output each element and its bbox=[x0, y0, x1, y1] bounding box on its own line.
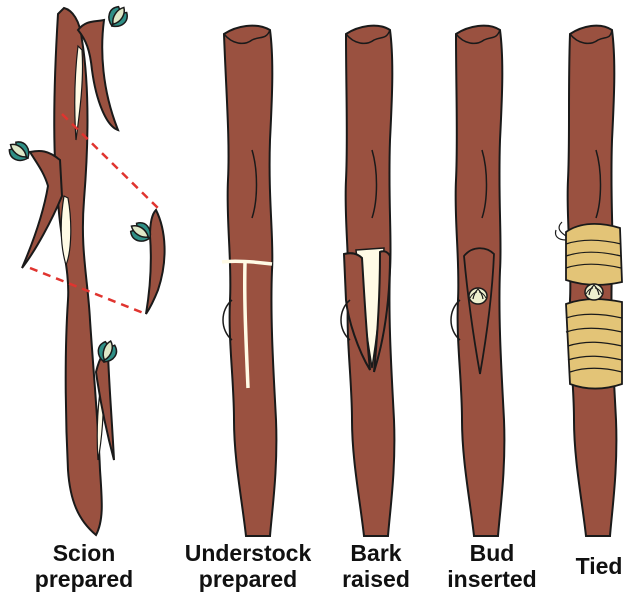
caption-line2: Tied bbox=[562, 553, 636, 579]
bark-raised-illustration bbox=[341, 26, 394, 536]
inserted-bud-icon bbox=[469, 288, 487, 304]
caption-line2: raised bbox=[334, 566, 418, 592]
tied-bud-icon bbox=[585, 284, 603, 300]
caption-scion-prepared: Scion prepared bbox=[14, 540, 154, 592]
caption-bark-raised: Bark raised bbox=[334, 540, 418, 592]
caption-line1: Scion bbox=[14, 540, 154, 566]
caption-line2: prepared bbox=[14, 566, 154, 592]
caption-line2: inserted bbox=[424, 566, 560, 592]
scion-left-bud-icon bbox=[5, 138, 33, 166]
scion-top-bud-icon bbox=[105, 3, 132, 31]
caption-understock-prepared: Understock prepared bbox=[168, 540, 328, 592]
bud-inserted-illustration bbox=[451, 26, 504, 536]
bud-inserted-stick bbox=[456, 26, 505, 536]
scion-left-branch bbox=[22, 151, 62, 268]
caption-tied: Tied bbox=[562, 553, 636, 579]
tied-illustration bbox=[555, 26, 622, 536]
caption-line2: prepared bbox=[168, 566, 328, 592]
caption-line1: Bark bbox=[334, 540, 418, 566]
scion-prepared-illustration bbox=[5, 3, 165, 535]
bud-shield-piece bbox=[146, 210, 165, 314]
tie-loose-end bbox=[555, 222, 566, 240]
understock-stick bbox=[224, 26, 276, 536]
scion-cut-face bbox=[61, 196, 71, 265]
caption-line1: Bud bbox=[424, 540, 560, 566]
caption-line1: Understock bbox=[168, 540, 328, 566]
caption-bud-inserted: Bud inserted bbox=[424, 540, 560, 592]
understock-prepared-illustration bbox=[222, 26, 276, 536]
